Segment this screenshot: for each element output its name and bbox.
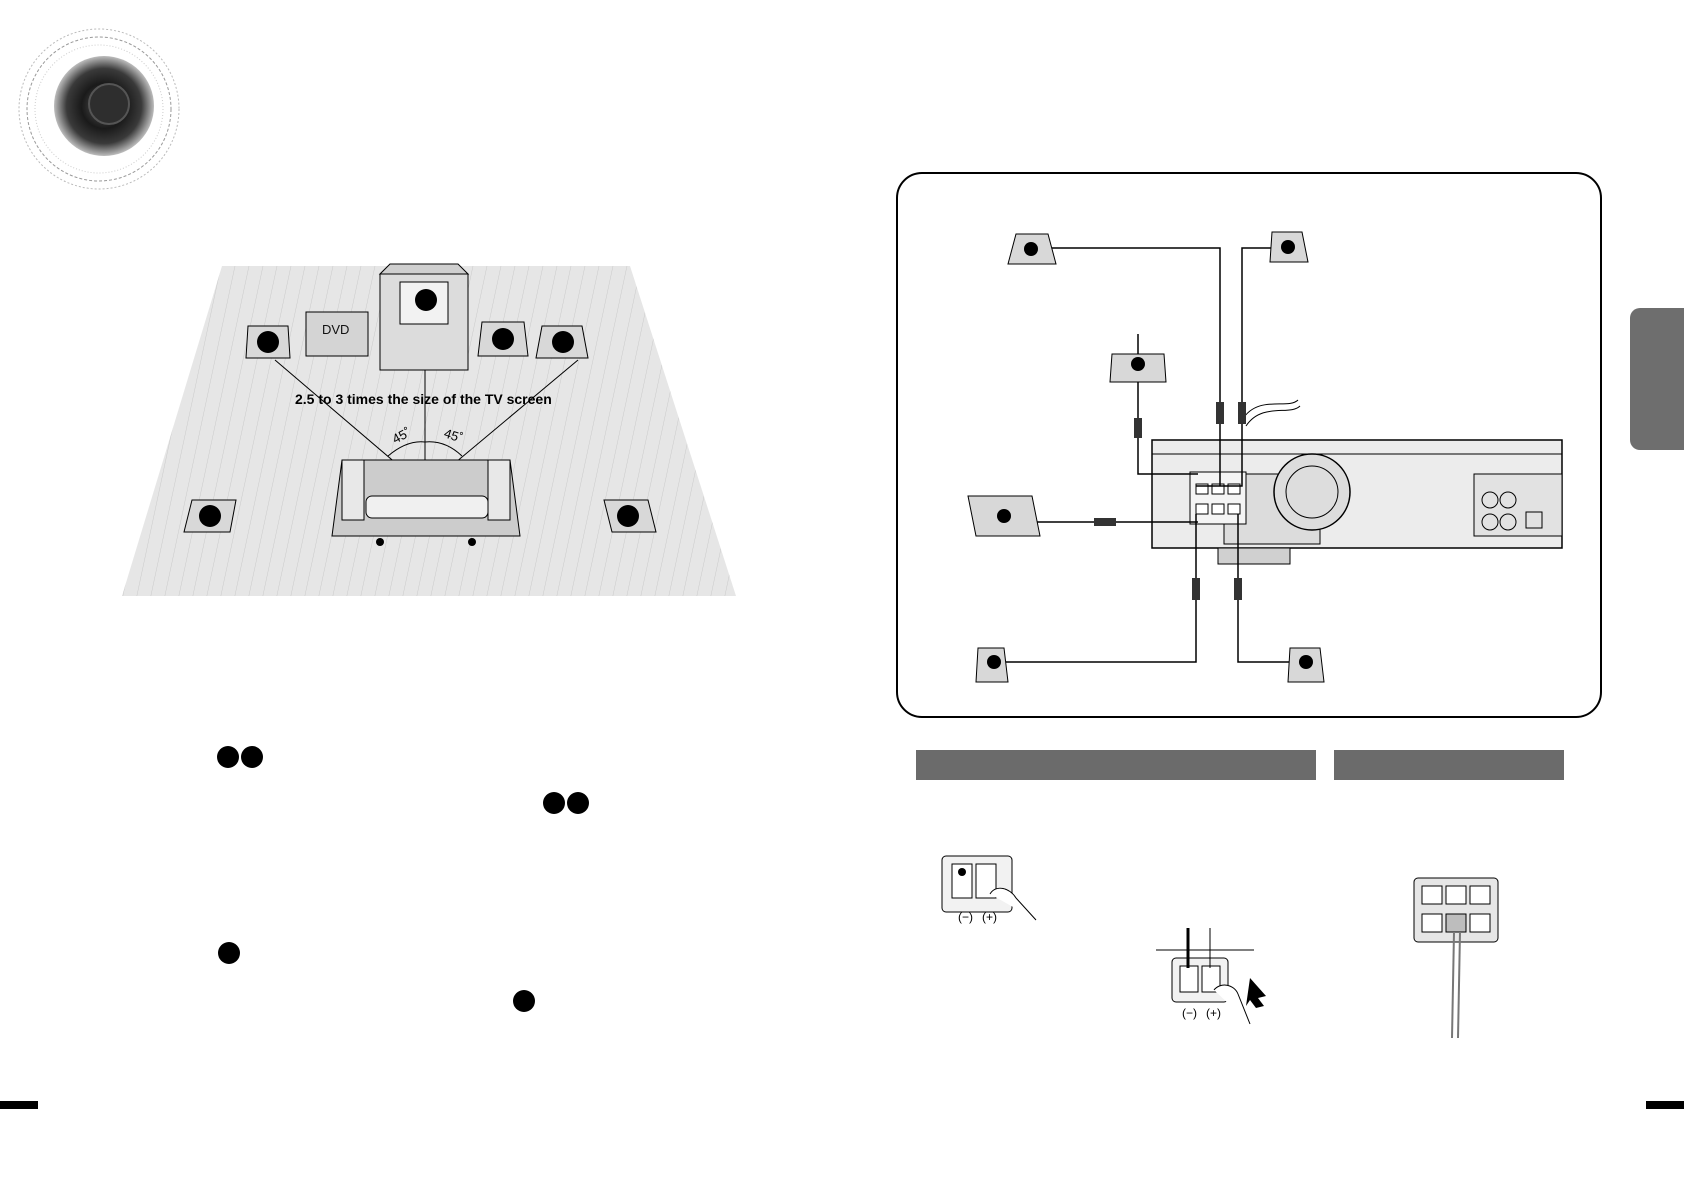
marker-dot [513,990,535,1012]
terminal-clip-icon [1156,928,1266,1025]
page-edge-mark-right [1646,1101,1684,1109]
speaker-icon [535,325,589,359]
terminal-clip-icon [941,855,1037,921]
dvd-player-icon [305,311,369,357]
speaker-icon [1007,233,1057,265]
speaker-icon [245,325,291,359]
chapter-side-tab [1630,308,1684,450]
marker-dot [218,942,240,964]
speaker-icon [1269,231,1309,263]
finger-press-icon [1213,984,1251,1025]
wiring-diagram [967,231,1563,683]
subwoofer-terminal-icon [1413,877,1499,1039]
speaker-placement-diagram [122,263,736,596]
arrow-icon [1246,978,1266,1008]
dvd-label: DVD [322,322,350,337]
marker-dot [217,746,239,768]
marker-dot [567,792,589,814]
page-edge-mark-left [0,1101,38,1109]
speaker-woofer-icon [18,28,180,190]
distance-caption: 2.5 to 3 times the size of the TV screen [295,391,552,407]
section-header-bar-connect [916,750,1316,780]
speaker-icon [477,321,529,357]
terminal-minus-label-2: (−) [1182,1006,1197,1020]
speaker-icon [603,499,657,533]
sofa-icon [331,459,521,546]
speaker-icon [967,495,1041,537]
finger-press-icon [989,887,1037,921]
receiver-unit-icon [1151,399,1563,565]
tv-icon [378,263,470,371]
speaker-icon [183,499,237,533]
speaker-icon [1287,647,1325,683]
section-header-bar-subwoofer [1334,750,1564,780]
marker-dot [543,792,565,814]
terminal-plus-label-2: (+) [1206,1006,1221,1020]
speaker-icon [1109,353,1167,383]
wiring-diagram-frame [896,172,1602,718]
speaker-icon [975,647,1009,683]
marker-dot [241,746,263,768]
terminal-plus-label: (+) [982,910,997,924]
terminal-minus-label: (−) [958,910,973,924]
